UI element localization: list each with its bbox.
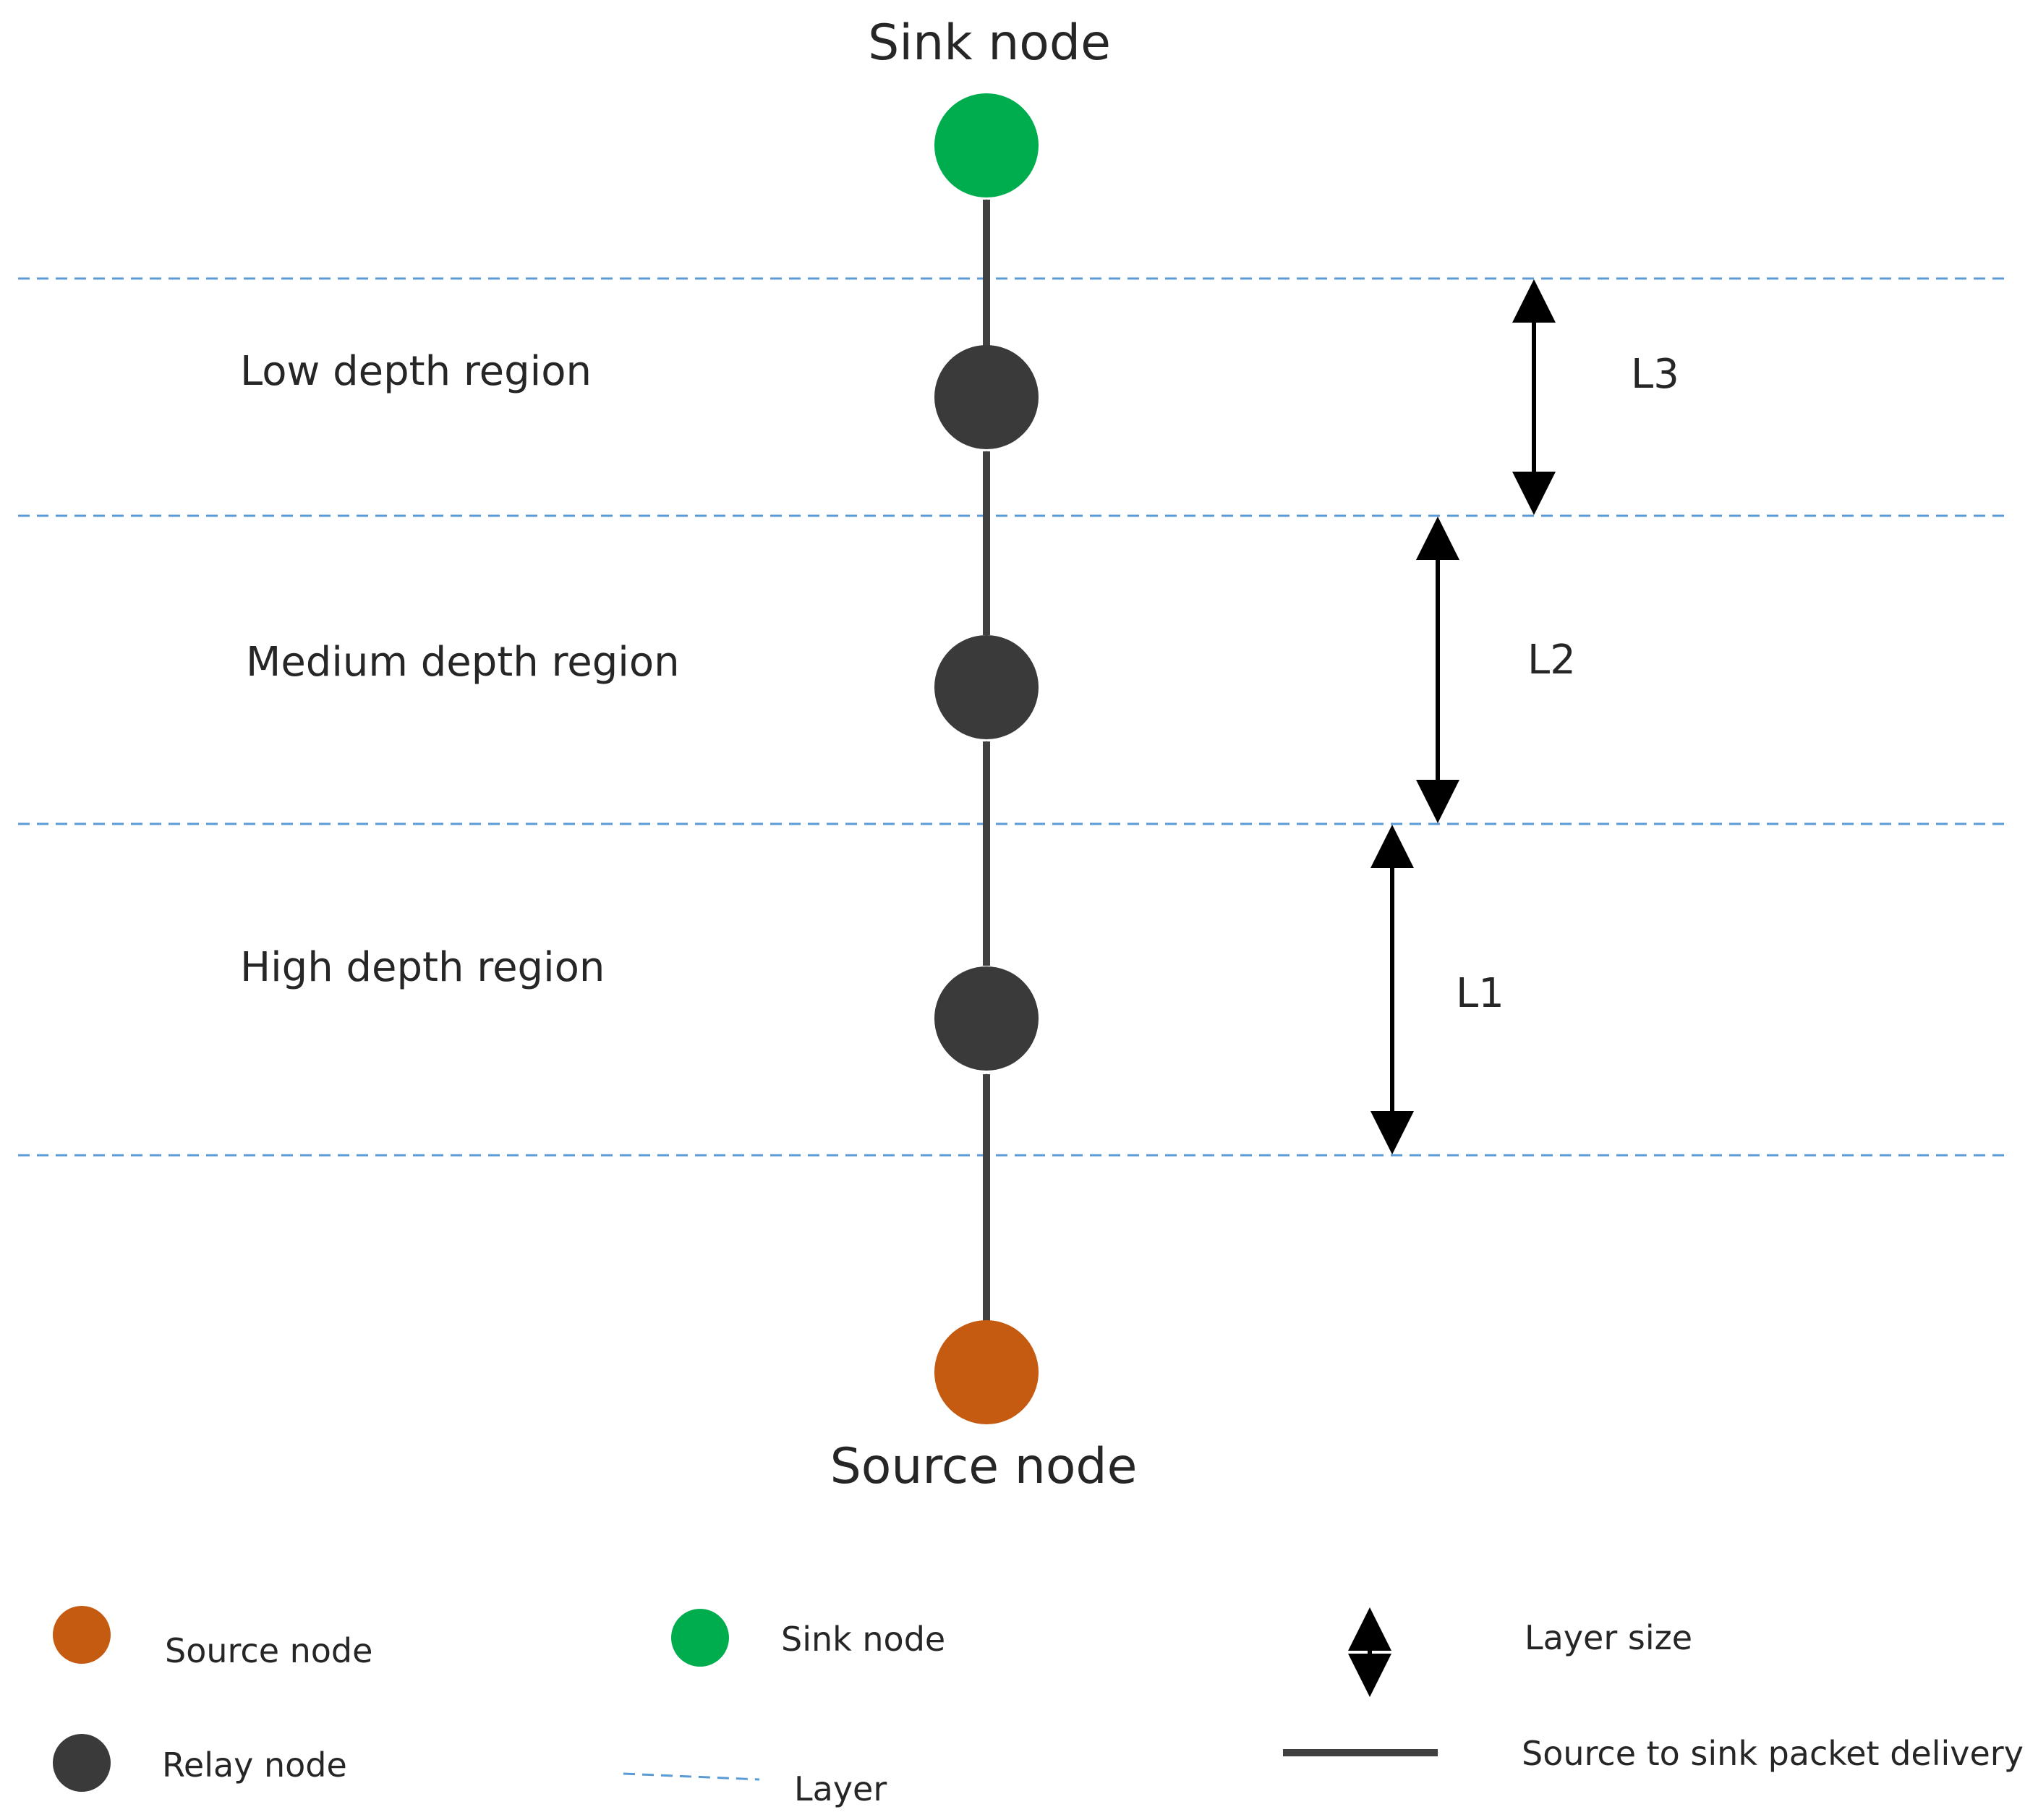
- legend-source-swatch: [53, 1606, 111, 1664]
- sink-node-title: Sink node: [868, 14, 1111, 72]
- legend-source-label: Source node: [165, 1631, 372, 1670]
- legend-layer-swatch: [623, 1772, 760, 1781]
- legend-sink-swatch: [671, 1609, 729, 1667]
- layer-lines: [18, 277, 2011, 1157]
- region-label-low: Low depth region: [240, 348, 592, 395]
- legend-relay-label: Relay node: [162, 1745, 347, 1785]
- sink-node: [934, 93, 1039, 197]
- legend-layer-size-label: Layer size: [1525, 1618, 1692, 1657]
- layer-size-arrows: [1370, 279, 1556, 1154]
- source-node: [934, 1320, 1039, 1424]
- relay-node-high: [934, 966, 1039, 1071]
- layer-label-l1: L1: [1456, 970, 1504, 1017]
- relay-node-medium: [934, 635, 1039, 739]
- region-label-medium: Medium depth region: [246, 639, 680, 686]
- legend-relay-swatch: [53, 1734, 111, 1792]
- layer-label-l3: L3: [1631, 351, 1679, 398]
- legend-delivery-label: Source to sink packet delivery: [1522, 1734, 2024, 1773]
- legend-sink-label: Sink node: [781, 1620, 945, 1659]
- nodes: [934, 93, 1039, 1424]
- legend: Source node Relay node Sink node Layer L…: [53, 1606, 2024, 1808]
- source-node-title: Source node: [830, 1438, 1138, 1495]
- relay-node-low: [934, 345, 1039, 449]
- legend-layer-label: Layer: [794, 1769, 887, 1808]
- layer-label-l2: L2: [1527, 637, 1576, 684]
- region-label-high: High depth region: [240, 944, 605, 991]
